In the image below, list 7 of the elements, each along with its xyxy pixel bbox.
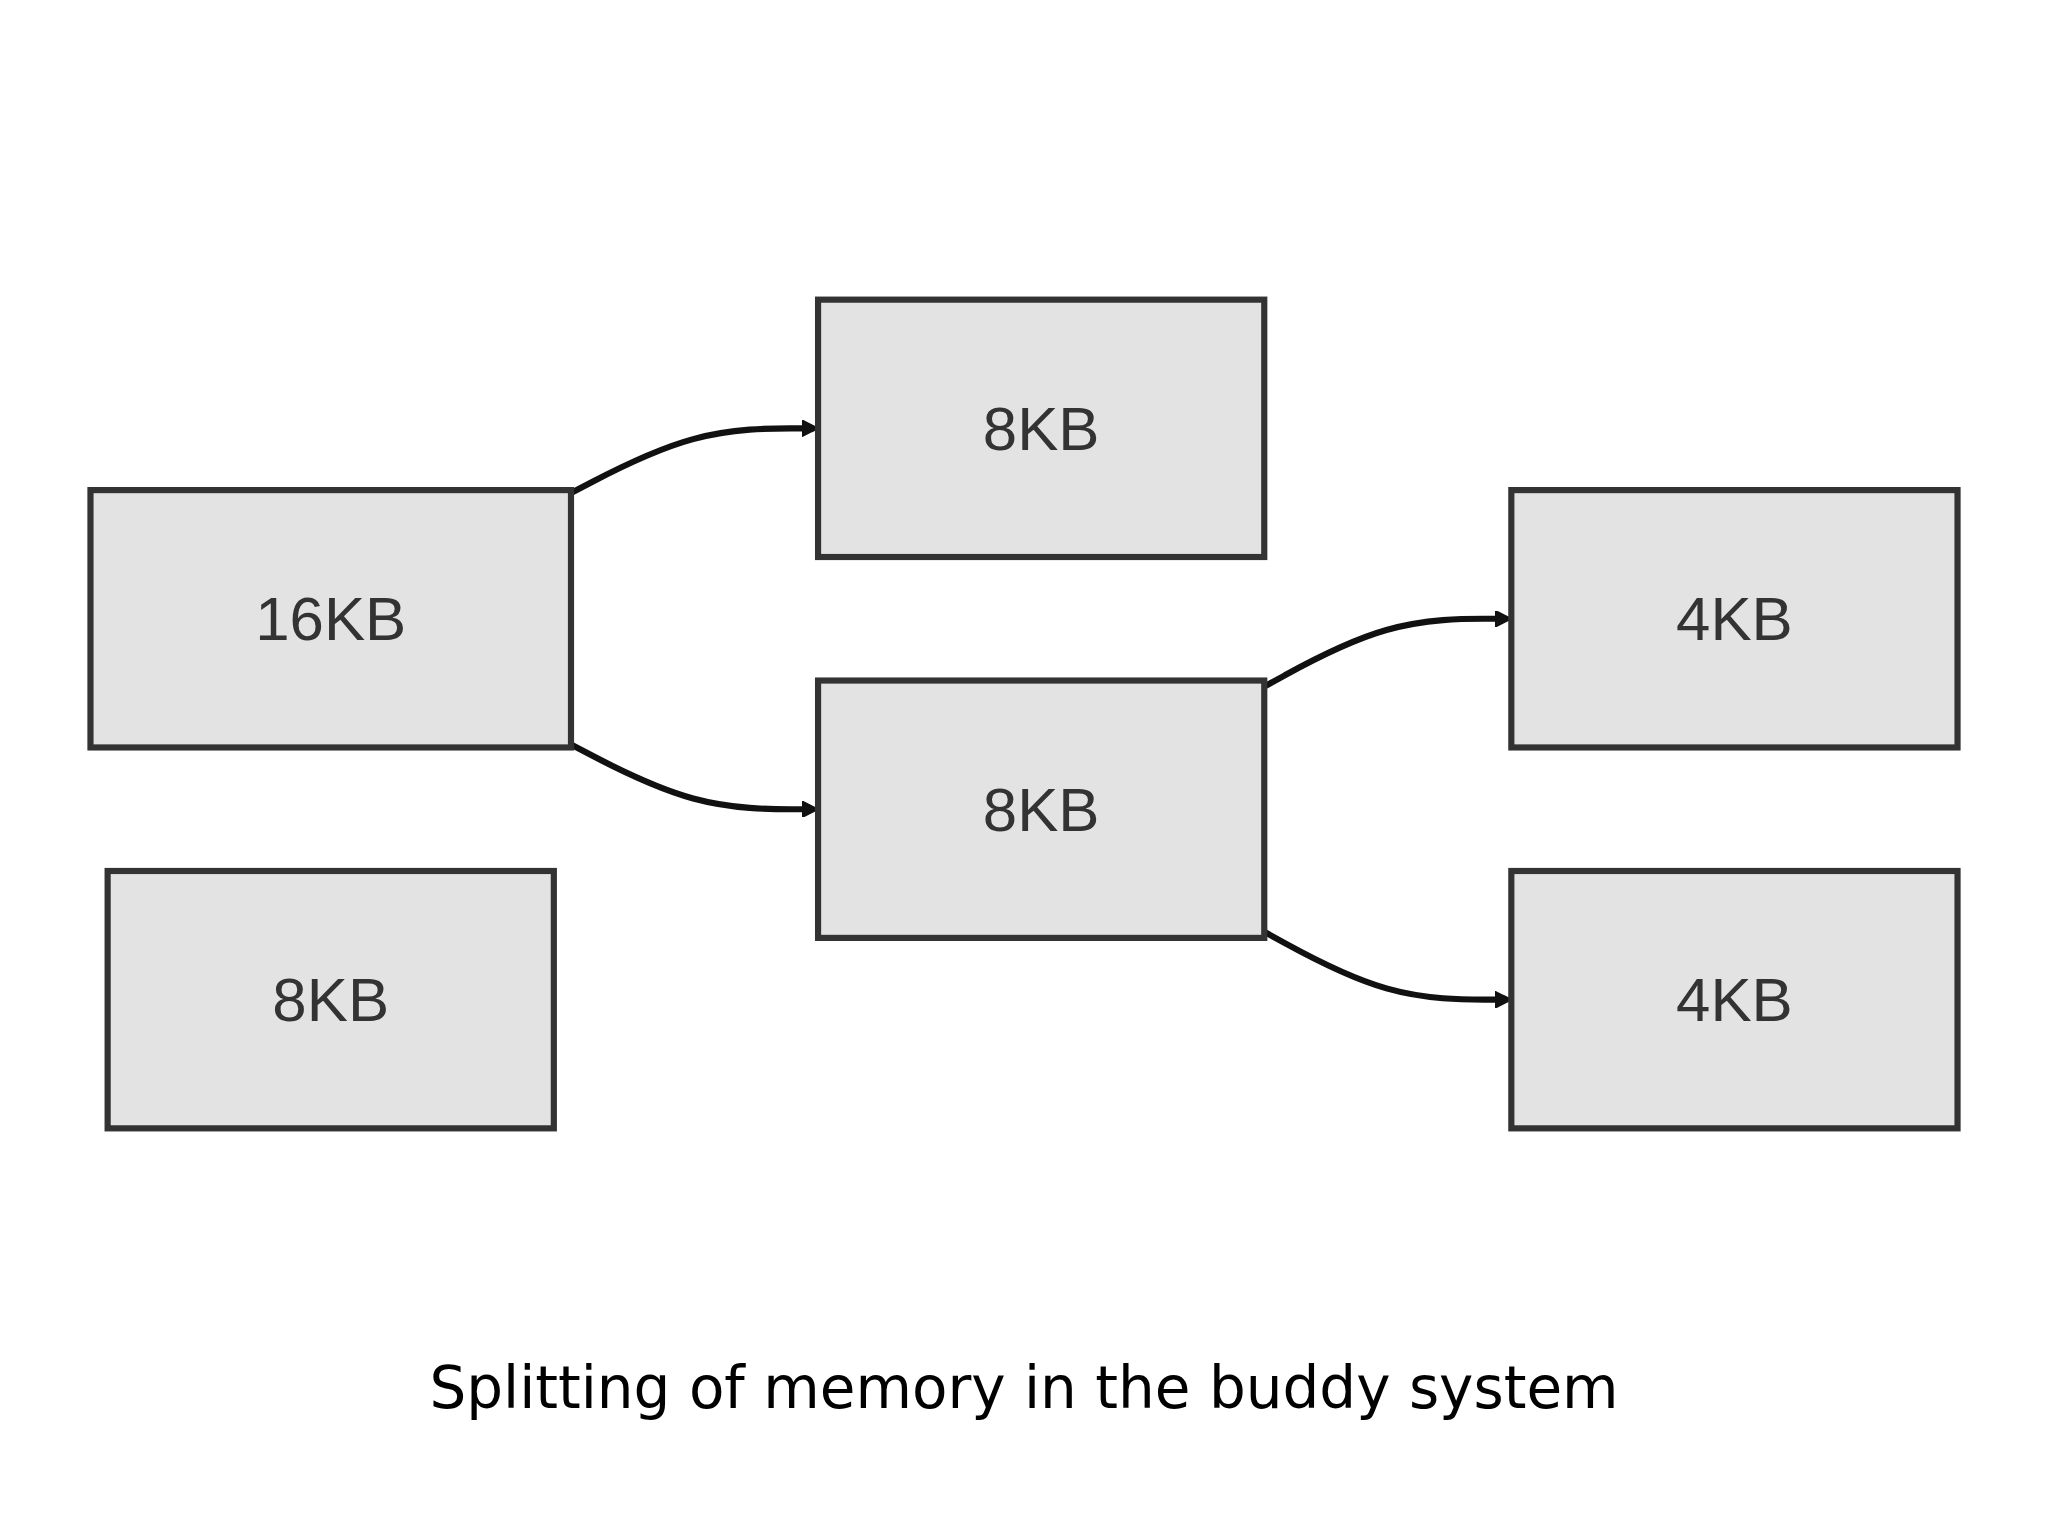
node-box: 4KB	[1508, 487, 1961, 751]
node-box: 8KB	[814, 677, 1268, 941]
node-box: 8KB	[814, 296, 1268, 561]
node-box: 8KB	[104, 867, 557, 1132]
node-box: 4KB	[1508, 867, 1961, 1132]
node-box: 16KB	[87, 487, 575, 751]
caption: Splitting of memory in the buddy system	[429, 1354, 1619, 1422]
